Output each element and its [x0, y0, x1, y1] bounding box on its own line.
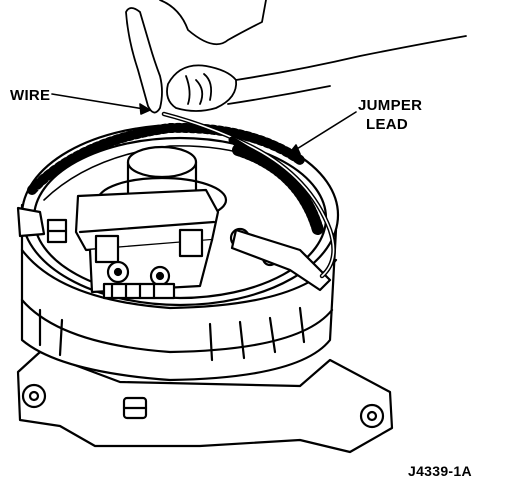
wire-leader-arrow: [139, 103, 151, 115]
wire-callout: WIRE: [10, 87, 51, 104]
jumper-lead-wire: [161, 111, 336, 279]
jumper-lead-callout: JUMPER LEAD: [358, 96, 422, 134]
leader-lines: [51, 93, 357, 156]
stator-winding: [232, 144, 324, 236]
jumper-callout-line2: LEAD: [366, 116, 409, 133]
wire-leader: [51, 93, 151, 111]
jumper-leader: [291, 111, 357, 153]
jumper-callout-line1: JUMPER: [358, 97, 423, 114]
figure-id: J4339-1A: [408, 463, 472, 479]
jumper-leader-arrow: [287, 144, 301, 156]
mounting-base: [16, 350, 394, 454]
hand: [125, 0, 467, 114]
right-bracket: [230, 228, 332, 292]
left-flange: [16, 206, 46, 238]
